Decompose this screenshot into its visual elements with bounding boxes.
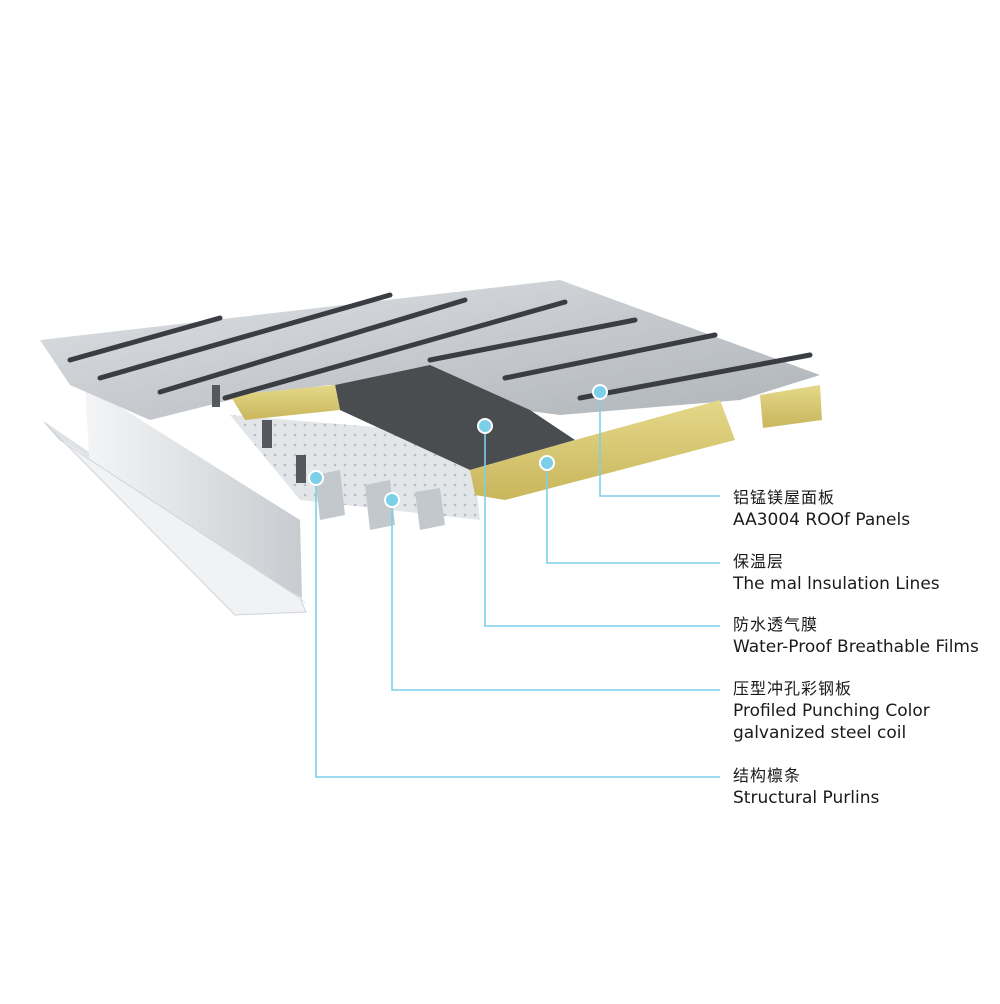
label-deck: 压型冲孔彩钢板 Profiled Punching Color galvaniz… [733, 678, 930, 744]
panel-ribs [67, 292, 813, 401]
leader-line-insulation [546, 463, 720, 564]
roof-panel-surface [40, 280, 820, 420]
leader-lines [308, 384, 720, 778]
label-membrane-en: Water-Proof Breathable Films [733, 637, 979, 657]
leader-line-membrane [484, 426, 720, 627]
label-membrane: 防水透气膜 Water-Proof Breathable Films [733, 614, 979, 658]
leader-line-deck [391, 500, 720, 691]
leader-dot-roof-panels [592, 384, 608, 400]
label-purlins-en: Structural Purlins [733, 788, 880, 808]
label-purlins-zh: 结构檩条 [733, 766, 802, 785]
label-roof-panels: 铝锰镁屋面板 AA3004 ROOf Panels [733, 487, 910, 531]
purlin-flange [44, 422, 307, 616]
leader-line-purlins [315, 478, 720, 778]
label-insulation-en: The mal lnsulation Lines [733, 574, 940, 594]
leader-dot-insulation [539, 455, 555, 471]
label-deck-zh: 压型冲孔彩钢板 [733, 679, 853, 698]
insulation-left [230, 385, 340, 420]
label-purlins: 结构檩条 Structural Purlins [733, 765, 879, 809]
label-deck-en-1: Profiled Punching Color [733, 701, 930, 721]
insulation-right [760, 385, 822, 428]
label-roof-panels-en: AA3004 ROOf Panels [733, 510, 911, 530]
insulation-layer [470, 400, 735, 500]
leader-dot-membrane [477, 418, 493, 434]
membrane-layer [335, 365, 575, 470]
label-insulation: 保温层 The mal lnsulation Lines [733, 551, 940, 595]
label-deck-en-2: galvanized steel coil [733, 723, 907, 743]
purlin-body [85, 385, 302, 598]
panel-clips [212, 385, 306, 483]
leader-dot-deck [384, 492, 400, 508]
label-membrane-zh: 防水透气膜 [733, 615, 819, 634]
label-roof-panels-zh: 铝锰镁屋面板 [733, 488, 836, 507]
label-insulation-zh: 保温层 [733, 552, 785, 571]
leader-dot-purlins [308, 470, 324, 486]
leader-line-roof-panels [599, 392, 720, 497]
